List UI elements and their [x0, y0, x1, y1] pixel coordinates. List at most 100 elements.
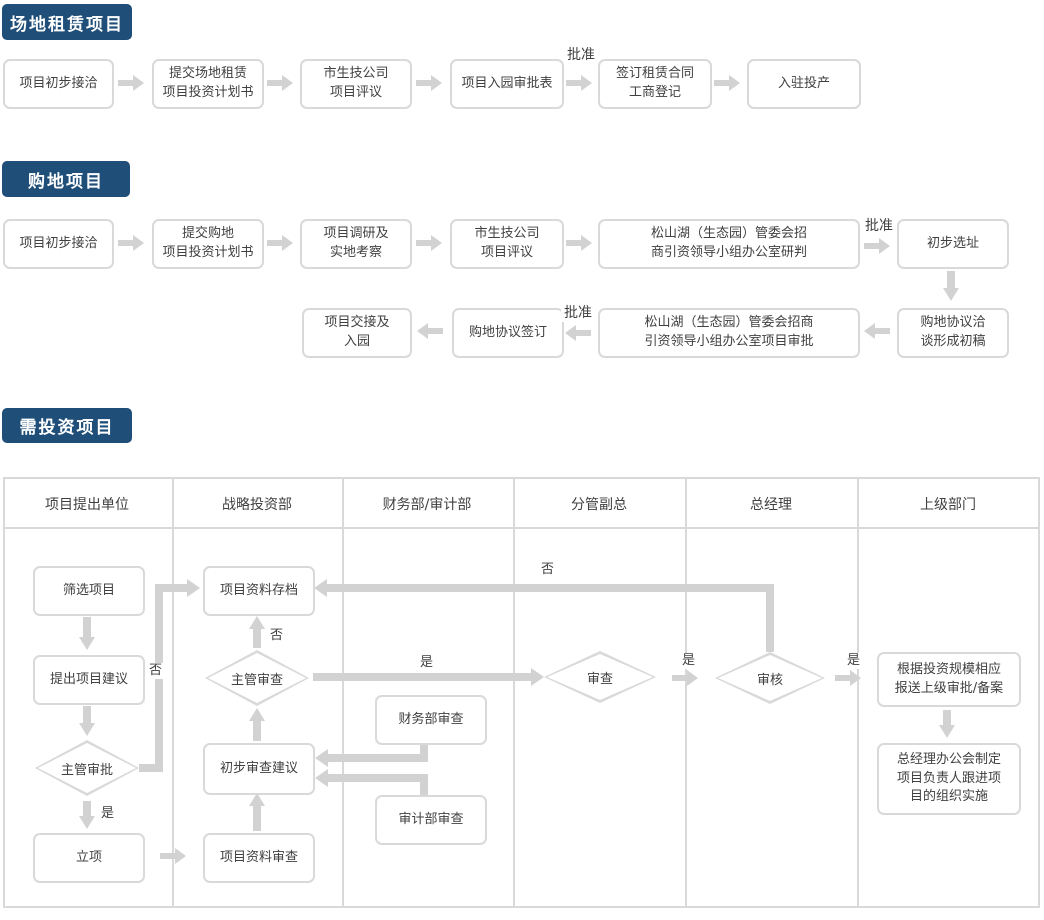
arrow-right-icon [672, 670, 698, 686]
node-initiate-project: 立项 [33, 833, 145, 883]
arrow-down-icon [943, 271, 959, 301]
arrowhead-down-icon [79, 723, 95, 736]
arrowhead-up-icon [249, 616, 265, 629]
arrowhead-right-icon [531, 668, 544, 686]
node-screen-projects: 筛选项目 [33, 566, 145, 616]
section-purchase-badge: 购地项目 [2, 161, 130, 197]
node-label: 主管审查 [230, 672, 283, 688]
step-entry-approval-form: 项目入园审批表 [450, 59, 564, 109]
step-site-survey: 项目调研及 实地考察 [300, 219, 412, 269]
connector-segment [83, 617, 91, 637]
yes-label: 是 [845, 653, 863, 669]
arrow-left-icon [565, 325, 591, 341]
connector-segment [328, 774, 428, 782]
arrow-right-icon [566, 235, 592, 251]
lane-divider [513, 479, 515, 906]
step-submit-purchase-plan: 提交购地 项目投资计划书 [152, 219, 264, 269]
step-committee-project-approval: 松山湖（生态园）管委会招商 引资领导小组办公室项目审批 [598, 308, 860, 358]
arrowhead-down-icon [79, 816, 95, 829]
no-label: 否 [147, 663, 165, 679]
no-label: 否 [539, 562, 557, 578]
connector-segment [328, 754, 428, 762]
step-initial-contact-2: 项目初步接洽 [3, 219, 114, 269]
node-implementation: 总经理办公会制定 项目负责人跟进项 目的组织实施 [877, 743, 1021, 815]
no-label: 否 [268, 628, 286, 644]
arrowhead-down-icon [939, 725, 955, 738]
step-preliminary-siting: 初步选址 [897, 219, 1009, 269]
arrow-right-icon [714, 75, 740, 91]
node-vp-review: 审查 [544, 651, 656, 703]
arrow-right-icon [118, 75, 144, 91]
approve-label: 批准 [564, 47, 598, 64]
connector-segment [83, 706, 91, 723]
step-move-in: 入驻投产 [747, 59, 861, 109]
connector-segment [253, 721, 261, 741]
arrow-left-icon [864, 323, 890, 339]
arrow-right-icon [267, 75, 293, 91]
node-supervisor-review: 主管审查 [205, 650, 309, 706]
arrowhead-up-icon [249, 793, 265, 806]
connector-segment [943, 710, 951, 725]
swimlane-table [3, 477, 1040, 908]
lane-divider [172, 479, 174, 906]
step-committee-study: 松山湖（生态园）管委会招 商引资领导小组办公室研判 [598, 219, 860, 269]
connector-segment [253, 806, 261, 831]
arrow-right-icon [416, 75, 442, 91]
arrowhead-left-icon [314, 579, 327, 597]
lane-header-gm: 总经理 [750, 497, 792, 513]
node-material-review: 项目资料审查 [203, 833, 315, 883]
lane-header-proposer: 项目提出单位 [45, 497, 129, 513]
lane-header-strategy: 战略投资部 [222, 497, 292, 513]
node-archive-material: 项目资料存档 [203, 566, 315, 616]
lane-divider [685, 479, 687, 906]
arrowhead-left-icon [315, 749, 328, 767]
lane-divider [857, 479, 859, 906]
step-submit-rental-plan: 提交场地租赁 项目投资计划书 [152, 59, 264, 109]
arrowhead-left-icon [315, 769, 328, 787]
arrow-right-icon [416, 235, 442, 251]
section-investment-badge: 需投资项目 [2, 408, 132, 443]
connector-segment [766, 584, 774, 652]
arrowhead-right-icon [187, 579, 200, 597]
header-divider [5, 527, 1038, 529]
lane-header-vp: 分管副总 [571, 497, 627, 513]
node-supervisor-approval: 主管审批 [35, 740, 139, 796]
node-preliminary-opinion: 初步审查建议 [203, 743, 315, 795]
step-initial-contact: 项目初步接洽 [3, 59, 114, 109]
node-audit-review: 审计部审查 [375, 795, 487, 845]
node-label: 审核 [756, 672, 783, 688]
arrow-right-icon [160, 848, 186, 864]
connector-segment [83, 801, 91, 816]
connector-segment [163, 584, 187, 592]
arrow-right-icon [864, 238, 890, 254]
step-sign-lease: 签订租赁合同 工商登记 [598, 59, 712, 109]
arrow-left-icon [417, 323, 443, 339]
connector-segment [420, 774, 428, 795]
yes-label: 是 [680, 653, 698, 669]
step-agreement-draft: 购地协议洽 谈形成初稿 [897, 308, 1009, 358]
node-label: 主管审批 [60, 762, 113, 778]
node-label: 审查 [586, 671, 613, 687]
connector-segment [327, 584, 774, 592]
lane-header-superior: 上级部门 [920, 497, 976, 513]
lane-divider [342, 479, 344, 906]
yes-label: 是 [99, 806, 117, 822]
lane-header-finance-audit: 财务部/审计部 [382, 497, 472, 513]
section-rental-badge: 场地租赁项目 [2, 4, 132, 40]
connector-segment [420, 741, 428, 762]
arrow-right-icon [566, 75, 592, 91]
arrow-right-icon [267, 235, 293, 251]
approve-label: 批准 [561, 305, 595, 322]
node-propose-project: 提出项目建议 [33, 655, 145, 705]
connector-segment [313, 673, 531, 681]
step-company-review: 市生技公司 项目评议 [300, 59, 412, 109]
connector-segment [253, 629, 261, 648]
step-sign-purchase-agreement: 购地协议签订 [452, 308, 564, 358]
step-handover-entry: 项目交接及 入园 [302, 308, 412, 358]
yes-label: 是 [418, 655, 436, 671]
node-report-superior: 根据投资规模相应 报送上级审批/备案 [877, 652, 1021, 707]
connector-segment [139, 764, 163, 772]
arrowhead-up-icon [249, 708, 265, 721]
arrowhead-down-icon [79, 637, 95, 650]
